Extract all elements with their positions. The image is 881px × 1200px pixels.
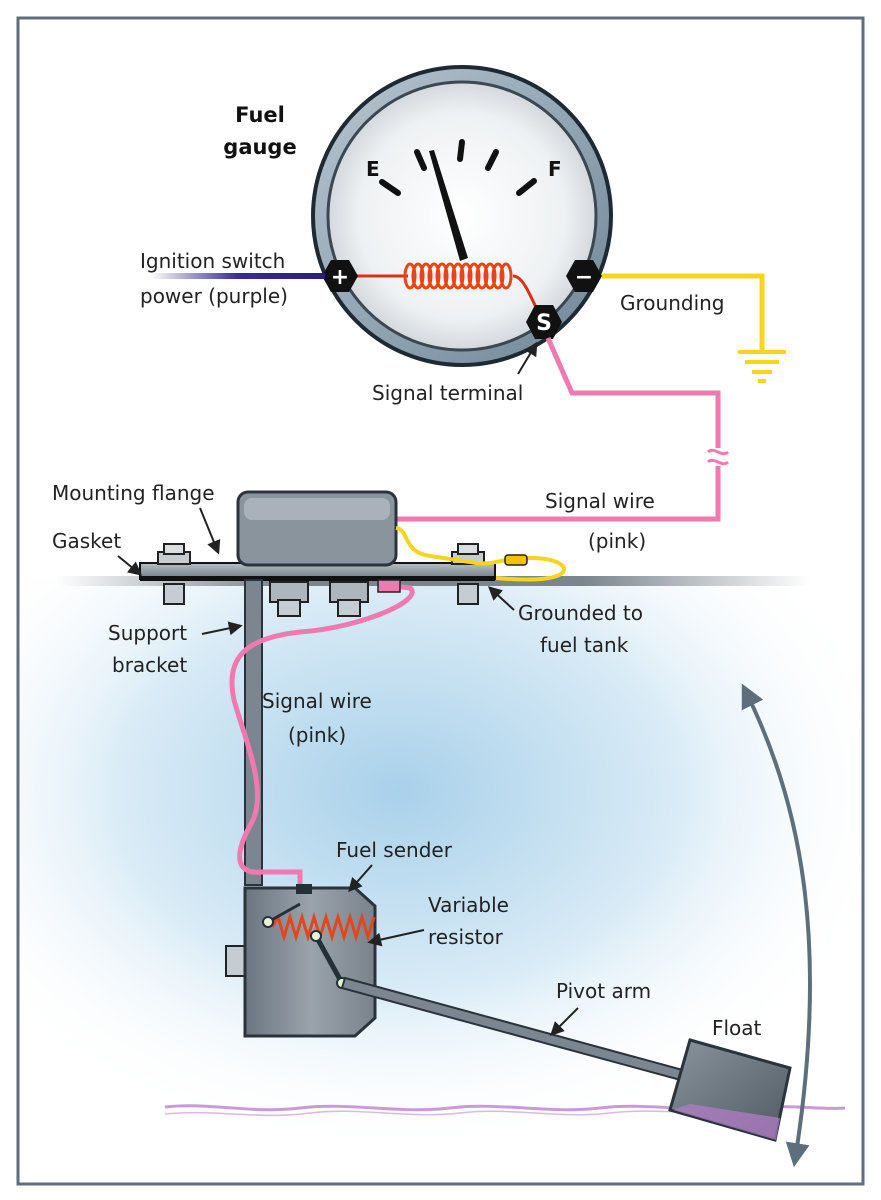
ground-symbol: [738, 350, 786, 383]
positive-terminal: +: [322, 260, 358, 292]
gauge-title-line1: Fuel: [235, 103, 285, 127]
signal-terminal-label: Signal terminal: [372, 381, 523, 405]
gauge-title-line2: gauge: [223, 135, 296, 159]
grounding-label: Grounding: [620, 291, 725, 315]
grounded-label-line1: Grounded to: [518, 601, 643, 625]
fuel-sender-label: Fuel sender: [336, 838, 453, 862]
signal-wire-top-label-line1: Signal wire: [545, 489, 655, 513]
gauge-coil: [403, 262, 513, 290]
fuel-gauge: E F + − S: [311, 65, 613, 367]
gauge-empty-mark: E: [366, 157, 380, 181]
float-motion-arrow: [741, 683, 813, 1168]
signal-terminal: S: [526, 305, 562, 339]
gasket: [140, 576, 495, 581]
signal-terminal-pointer: [517, 341, 538, 375]
variable-resistor-label-line2: resistor: [428, 925, 504, 949]
svg-text:−: −: [575, 265, 593, 290]
signal-wire-inner: [229, 582, 415, 888]
variable-resistor-label-line1: Variable: [428, 893, 509, 917]
ground-wire: [602, 273, 765, 350]
flange-bolt-left: [157, 543, 191, 605]
ignition-label-line2: power (purple): [140, 284, 288, 308]
signal-wire-top-label-line2: (pink): [588, 529, 646, 553]
under-nuts: [269, 581, 369, 617]
support-bracket-label-line2: bracket: [112, 653, 187, 677]
negative-terminal: −: [566, 260, 602, 292]
ignition-label-line1: Ignition switch: [140, 249, 285, 273]
support-bracket: [244, 579, 263, 886]
float-label: Float: [712, 1016, 762, 1040]
variable-resistor-coil: [270, 911, 376, 943]
gauge-tick-marks: [379, 139, 537, 196]
ignition-wire: [150, 273, 325, 279]
support-bracket-label-line1: Support: [108, 621, 187, 645]
pivot-arm-label: Pivot arm: [556, 979, 651, 1003]
grounded-label-line2: fuel tank: [540, 633, 629, 657]
svg-text:+: +: [331, 265, 349, 290]
gauge-needle: [429, 150, 468, 261]
fuel-sender: [225, 884, 377, 1038]
gasket-label: Gasket: [52, 529, 121, 553]
mounting-flange-label: Mounting flange: [52, 481, 215, 505]
signal-wire-inner-label-line2: (pink): [288, 723, 346, 747]
gauge-full-mark: F: [548, 157, 562, 181]
signal-wire-inner-label-line1: Signal wire: [262, 689, 372, 713]
svg-text:S: S: [536, 311, 552, 336]
signal-wire-top: [396, 337, 721, 522]
